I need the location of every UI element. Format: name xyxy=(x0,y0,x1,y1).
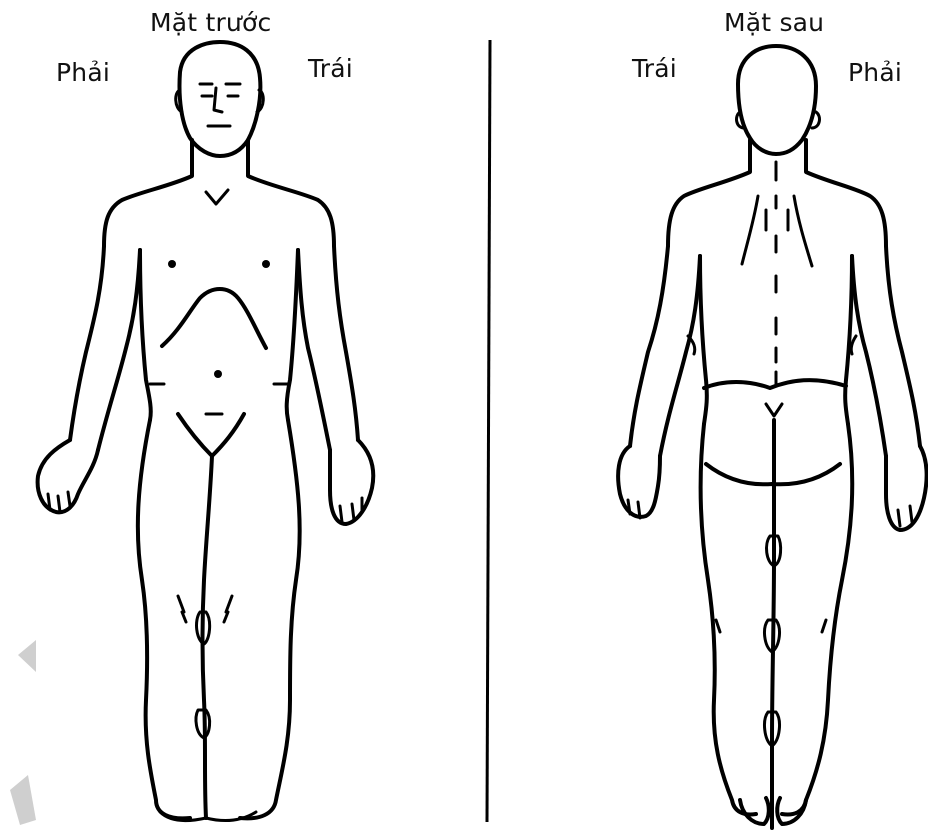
divider-line xyxy=(487,40,490,822)
front-body-figure xyxy=(38,42,374,820)
corner-mark-top xyxy=(18,640,36,672)
back-body-figure xyxy=(618,46,926,828)
corner-mark-bottom xyxy=(10,775,36,825)
